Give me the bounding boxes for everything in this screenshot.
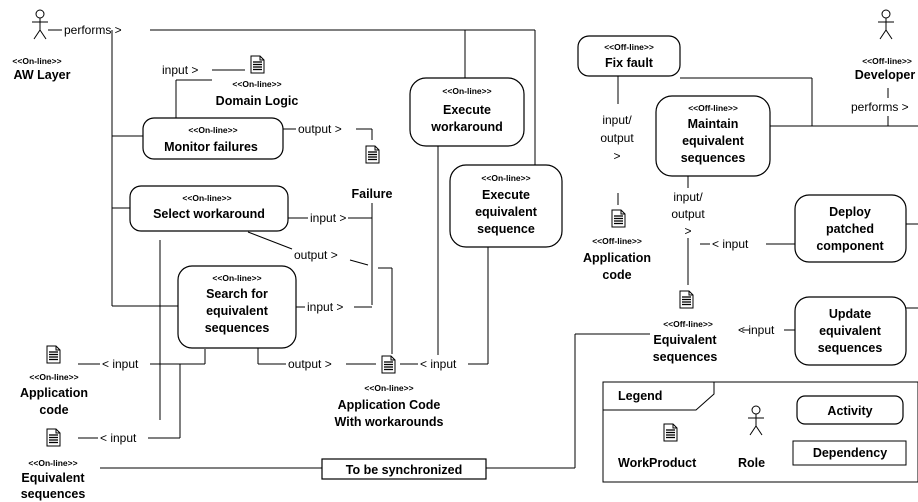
input-domain-label: input > bbox=[162, 63, 198, 77]
maintain-equivalent-line2: equivalent bbox=[682, 134, 745, 148]
deploy-patched-line2: patched bbox=[826, 222, 874, 236]
developer-stereotype: <<Off-line>> bbox=[862, 56, 912, 66]
monitor-failures-stereotype: <<On-line>> bbox=[188, 125, 237, 135]
sync-label: To be synchronized bbox=[346, 463, 462, 477]
monitor-failures-box bbox=[142, 117, 284, 160]
failure-label: Failure bbox=[352, 187, 393, 201]
app-code-left-line2: code bbox=[39, 403, 68, 417]
legend-title: Legend bbox=[618, 389, 662, 403]
domain-logic-stereotype: <<On-line>> bbox=[232, 79, 281, 89]
aw-layer-stereotype: <<On-line>> bbox=[12, 56, 61, 66]
execute-workaround-stereotype: <<On-line>> bbox=[442, 86, 491, 96]
app-code-offline-doc-icon bbox=[611, 209, 626, 228]
input-app-left-label: < input bbox=[102, 357, 139, 371]
io-fix-line2: output bbox=[600, 131, 634, 145]
performs-dev-label: performs > bbox=[851, 100, 909, 114]
execute-equivalent-line2: equivalent bbox=[475, 205, 538, 219]
app-code-workarounds-line1: Application Code bbox=[338, 398, 441, 412]
input-deploy-label: < input bbox=[712, 237, 749, 251]
equiv-left-line2: sequences bbox=[21, 487, 86, 501]
input-update-label: < input bbox=[738, 323, 775, 337]
io-maintain-line3: > bbox=[684, 224, 691, 238]
failure-doc-icon bbox=[365, 145, 380, 164]
io-maintain-line1: input/ bbox=[673, 190, 703, 204]
app-code-workarounds-line2: With workarounds bbox=[335, 415, 444, 429]
app-code-left-line1: Application bbox=[20, 386, 88, 400]
io-fix-line3: > bbox=[613, 149, 620, 163]
app-code-offline-line2: code bbox=[602, 268, 631, 282]
execute-workaround-line2: workaround bbox=[430, 120, 503, 134]
app-code-workarounds-doc-icon bbox=[381, 355, 396, 374]
output-select-label: output > bbox=[294, 248, 338, 262]
maintain-equivalent-line3: sequences bbox=[681, 151, 746, 165]
fix-fault-box bbox=[577, 35, 681, 77]
sync-box bbox=[321, 458, 487, 480]
search-equivalent-line1: Search for bbox=[206, 287, 268, 301]
output-search-label: output > bbox=[288, 357, 332, 371]
domain-logic-label: Domain Logic bbox=[216, 94, 299, 108]
monitor-failures-label: Monitor failures bbox=[164, 140, 258, 154]
legend-activity-label: Activity bbox=[827, 404, 872, 418]
legend-workproduct-icon bbox=[663, 423, 678, 442]
output-monitor-label: output > bbox=[298, 122, 342, 136]
app-code-left-stereotype: <<On-line>> bbox=[29, 372, 78, 382]
search-equivalent-line3: sequences bbox=[205, 321, 270, 335]
equiv-left-line1: Equivalent bbox=[21, 471, 85, 485]
developer-name: Developer bbox=[855, 68, 916, 82]
performs-aw-label: performs > bbox=[64, 23, 122, 37]
update-equivalent-line3: sequences bbox=[818, 341, 883, 355]
update-equivalent-line2: equivalent bbox=[819, 324, 882, 338]
execute-workaround-line1: Execute bbox=[443, 103, 491, 117]
io-fix-line1: input/ bbox=[602, 113, 632, 127]
equiv-offline-doc-icon bbox=[679, 290, 694, 309]
deploy-patched-line1: Deploy bbox=[829, 205, 871, 219]
fix-fault-stereotype: <<Off-line>> bbox=[604, 42, 654, 52]
equiv-offline-line1: Equivalent bbox=[653, 333, 717, 347]
input-exec-label: < input bbox=[420, 357, 457, 371]
search-equivalent-line2: equivalent bbox=[206, 304, 269, 318]
select-workaround-stereotype: <<On-line>> bbox=[182, 193, 231, 203]
app-code-left-doc-icon bbox=[46, 345, 61, 364]
execute-equivalent-stereotype: <<On-line>> bbox=[481, 173, 530, 183]
deploy-patched-box bbox=[794, 194, 907, 263]
input-equiv-left-label: < input bbox=[100, 431, 137, 445]
app-code-offline-stereotype: <<Off-line>> bbox=[592, 236, 642, 246]
legend-dependency-label: Dependency bbox=[813, 446, 887, 460]
deploy-patched-line3: component bbox=[816, 239, 884, 253]
io-maintain-line2: output bbox=[671, 207, 705, 221]
execute-equivalent-box bbox=[449, 164, 563, 248]
legend-workproduct-label: WorkProduct bbox=[618, 456, 697, 470]
fix-fault-label: Fix fault bbox=[605, 56, 654, 70]
equiv-offline-stereotype: <<Off-line>> bbox=[663, 319, 713, 329]
developer-actor-icon bbox=[877, 9, 895, 40]
select-workaround-box bbox=[129, 185, 289, 232]
equiv-left-stereotype: <<On-line>> bbox=[28, 458, 77, 468]
maintain-equivalent-box bbox=[655, 95, 771, 177]
equiv-offline-line2: sequences bbox=[653, 350, 718, 364]
equiv-left-doc-icon bbox=[46, 428, 61, 447]
app-code-workarounds-stereotype: <<On-line>> bbox=[364, 383, 413, 393]
execute-workaround-box bbox=[409, 77, 525, 147]
aw-layer-name: AW Layer bbox=[14, 68, 71, 82]
aw-layer-actor-icon bbox=[31, 9, 49, 40]
select-workaround-label: Select workaround bbox=[153, 207, 265, 221]
legend-role-label: Role bbox=[738, 456, 765, 470]
input-search-label: input > bbox=[307, 300, 343, 314]
execute-equivalent-line1: Execute bbox=[482, 188, 530, 202]
dependency-lines bbox=[48, 29, 918, 469]
search-equivalent-box bbox=[177, 265, 297, 349]
update-equivalent-line1: Update bbox=[829, 307, 871, 321]
domain-logic-doc-icon bbox=[250, 55, 265, 74]
update-equivalent-box bbox=[794, 296, 907, 366]
search-equivalent-stereotype: <<On-line>> bbox=[212, 273, 261, 283]
app-code-offline-line1: Application bbox=[583, 251, 651, 265]
maintain-equivalent-stereotype: <<Off-line>> bbox=[688, 103, 738, 113]
input-select-label: input > bbox=[310, 211, 346, 225]
maintain-equivalent-line1: Maintain bbox=[688, 117, 739, 131]
execute-equivalent-line3: sequence bbox=[477, 222, 535, 236]
